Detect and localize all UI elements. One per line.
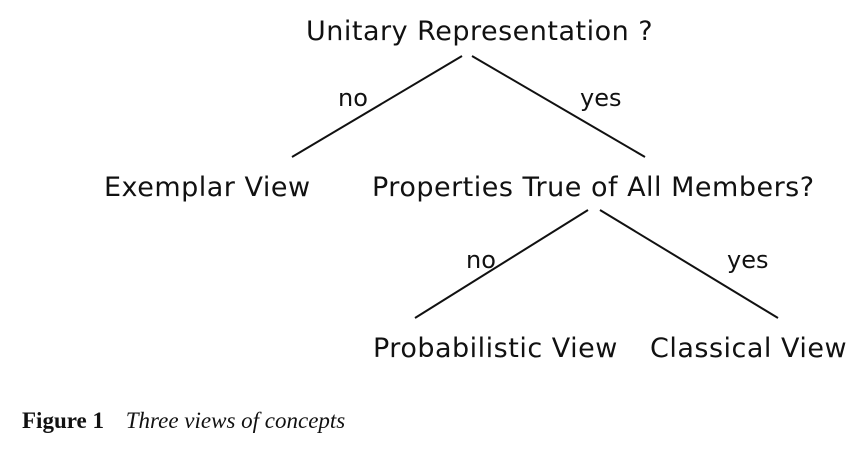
edge-root-to-exemplar <box>291 55 463 158</box>
node-unitary-representation: Unitary Representation ? <box>306 16 653 47</box>
figure-label: Figure 1 <box>22 408 104 433</box>
edge-label-properties-yes: yes <box>727 246 768 274</box>
edge-label-properties-no: no <box>466 246 496 274</box>
node-exemplar-view: Exemplar View <box>104 172 311 203</box>
edge-properties-to-probabilistic <box>414 209 589 319</box>
edge-label-root-yes: yes <box>580 84 621 112</box>
edge-root-to-properties <box>471 55 646 158</box>
node-classical-view: Classical View <box>650 333 847 364</box>
edge-properties-to-classical <box>599 209 779 319</box>
node-properties-true-of-all-members: Properties True of All Members? <box>372 172 815 203</box>
figure-caption: Figure 1 Three views of concepts <box>22 408 345 434</box>
figure-title: Three views of concepts <box>125 408 346 433</box>
node-probabilistic-view: Probabilistic View <box>373 333 618 364</box>
edge-label-root-no: no <box>338 84 368 112</box>
